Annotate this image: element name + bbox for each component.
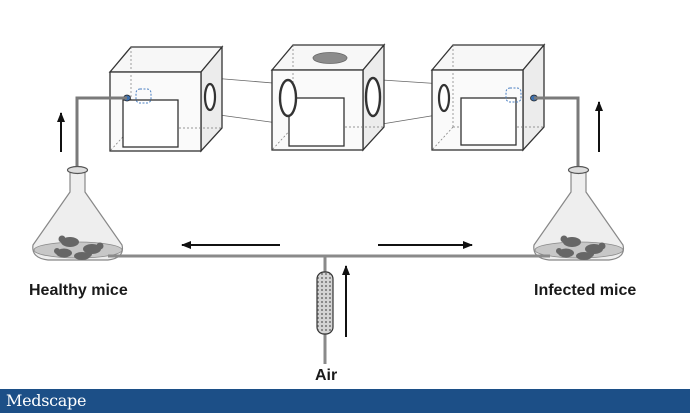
healthy-mice-flask bbox=[32, 165, 124, 261]
left-cage-cube bbox=[108, 45, 224, 153]
healthy-mice-icon bbox=[54, 235, 104, 260]
infected-mice-icon bbox=[556, 235, 606, 260]
right-cage-cube bbox=[430, 43, 546, 152]
middle-cage-cube bbox=[270, 43, 386, 152]
infected-mice-label: Infected mice bbox=[534, 282, 637, 299]
infected-mice-flask bbox=[533, 165, 625, 261]
tube-left-flask-to-cube bbox=[75, 96, 127, 170]
footer-bar: Medscape bbox=[0, 389, 690, 413]
air-label: Air bbox=[315, 367, 338, 384]
medscape-logo[interactable]: Medscape bbox=[6, 391, 87, 410]
healthy-mice-label: Healthy mice bbox=[29, 282, 128, 299]
air-filter bbox=[316, 271, 334, 335]
tube-right-flask-to-cube bbox=[534, 96, 580, 170]
